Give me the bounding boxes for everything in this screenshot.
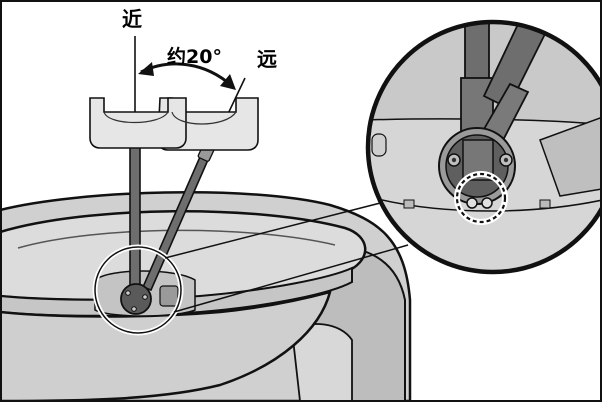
angle-arrow: [138, 62, 236, 90]
detail-left-notch: [371, 133, 387, 157]
detail-lid-edge: [369, 195, 601, 212]
base-screw-top: [125, 290, 131, 296]
holder-near-front-face: [103, 111, 169, 124]
base-screw-right: [142, 294, 148, 300]
label-near: 近: [122, 7, 142, 31]
hinge-slot: [159, 285, 179, 307]
detail-screw-lower-right: [481, 197, 493, 209]
detail-base-disc: [438, 127, 516, 209]
detail-magnified-view: [365, 19, 601, 275]
arm-near-position: [127, 131, 143, 293]
holder-far-front-face: [171, 111, 237, 125]
base-screw-bottom: [131, 306, 137, 312]
angle-arrowhead-right: [220, 74, 236, 90]
angle-arrowhead-left: [138, 62, 154, 76]
detail-clip-left: [403, 199, 415, 209]
detail-leader-lines: [164, 199, 409, 313]
label-angle: 约20°: [167, 45, 222, 68]
arm-base: [120, 283, 152, 315]
detail-screw-lower-left: [466, 197, 478, 209]
label-far: 远: [257, 47, 277, 71]
device-body: [0, 191, 412, 401]
detail-clip-right: [539, 199, 551, 209]
